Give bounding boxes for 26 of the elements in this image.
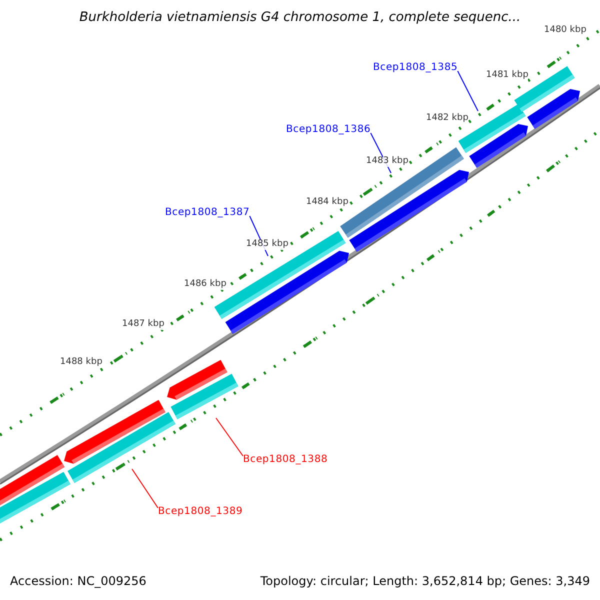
leader-line xyxy=(132,468,158,508)
scale-label: 1485 kbp xyxy=(246,240,288,250)
gene-label: Bcep1808_1388 xyxy=(243,454,328,465)
pointed-gene-bar xyxy=(225,250,349,334)
pointed-gene-bar xyxy=(527,89,580,129)
leader-line xyxy=(457,70,478,112)
accession-text: Accession: NC_009256 xyxy=(10,575,146,588)
gene-label: Bcep1808_1389 xyxy=(158,506,243,517)
pointed-gene-bar xyxy=(469,124,528,168)
gene-label: Bcep1808_1386 xyxy=(286,124,371,135)
pointed-gene-bar xyxy=(349,170,469,252)
scale-label: 1487 kbp xyxy=(122,320,164,330)
scale-label: 1486 kbp xyxy=(184,280,226,290)
scale-label: 1483 kbp xyxy=(366,157,408,167)
pointed-gene-bar xyxy=(64,400,166,464)
pointed-gene-bar xyxy=(167,360,228,400)
scale-label: 1480 kbp xyxy=(544,26,586,36)
gene-label: Bcep1808_1385 xyxy=(373,62,458,73)
gene-label: Bcep1808_1387 xyxy=(165,207,250,218)
scale-label: 1481 kbp xyxy=(486,71,528,81)
scale-label: 1482 kbp xyxy=(426,114,468,124)
leader-line xyxy=(216,418,244,456)
scale-label: 1484 kbp xyxy=(306,198,348,208)
scale-label: 1488 kbp xyxy=(60,358,102,368)
sequence-summary: Topology: circular; Length: 3,652,814 bp; Genes: 3,349 xyxy=(260,575,590,588)
map-title: Burkholderia vietnamiensis G4 chromosome 1, complete sequenc... xyxy=(79,11,521,26)
